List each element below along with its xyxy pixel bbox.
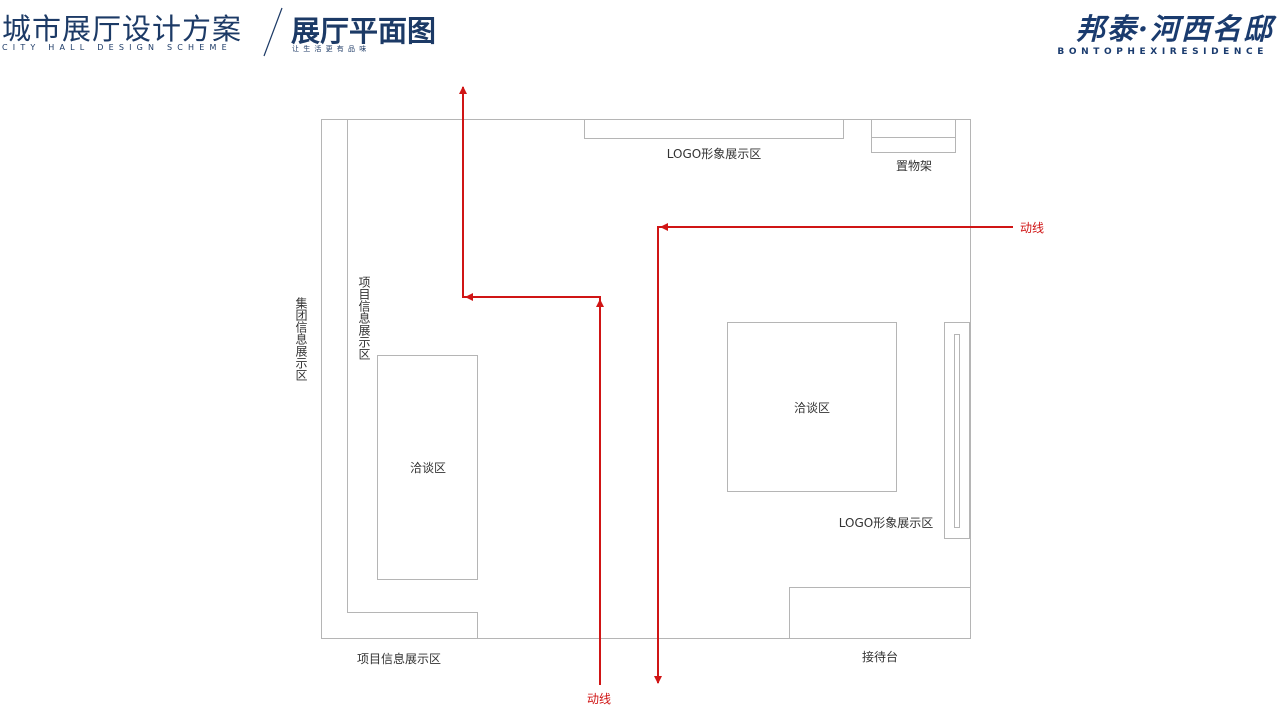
label-negotiation-right: 洽谈区 (794, 401, 830, 415)
brand-logo: 邦泰·河西名邸 (1075, 12, 1274, 46)
reception-desk (789, 587, 971, 639)
label-group-info-vertical: 集团信息展示区 (294, 296, 308, 381)
logo-wall-top (584, 119, 844, 139)
logo-wall-right-inner (954, 334, 960, 528)
outer-wall (321, 119, 971, 639)
brand-subtitle: BONTOPHEXIRESIDENCE (1057, 47, 1268, 57)
label-project-info-vertical: 项目信息展示区 (357, 276, 371, 360)
label-reception: 接待台 (862, 649, 898, 664)
negotiation-table-left (377, 355, 478, 580)
label-negotiation-left: 洽谈区 (410, 461, 446, 475)
flow-line-right (654, 226, 1013, 684)
flow-line-left (459, 86, 601, 685)
page-title: 展厅平面图 (291, 14, 437, 48)
header-divider-slash (263, 7, 283, 57)
header-title: 城市展厅设计方案 (2, 12, 243, 46)
shelf-outline (871, 119, 956, 153)
negotiation-table-right (727, 322, 897, 492)
label-shelf: 置物架 (896, 159, 932, 173)
label-flow-bottom: 动线 (587, 692, 611, 705)
label-logo-right: LOGO形象展示区 (839, 516, 933, 530)
label-project-info-bottom: 项目信息展示区 (357, 651, 441, 666)
label-flow-right: 动线 (1020, 221, 1044, 235)
label-logo-top: LOGO形象展示区 (667, 147, 761, 161)
info-wall-l-shape (347, 120, 478, 638)
logo-wall-right-outer (944, 322, 970, 539)
header-subtitle: CITY HALL DESIGN SCHEME (2, 43, 232, 52)
page-tagline: 让生活更有品味 (292, 45, 371, 53)
